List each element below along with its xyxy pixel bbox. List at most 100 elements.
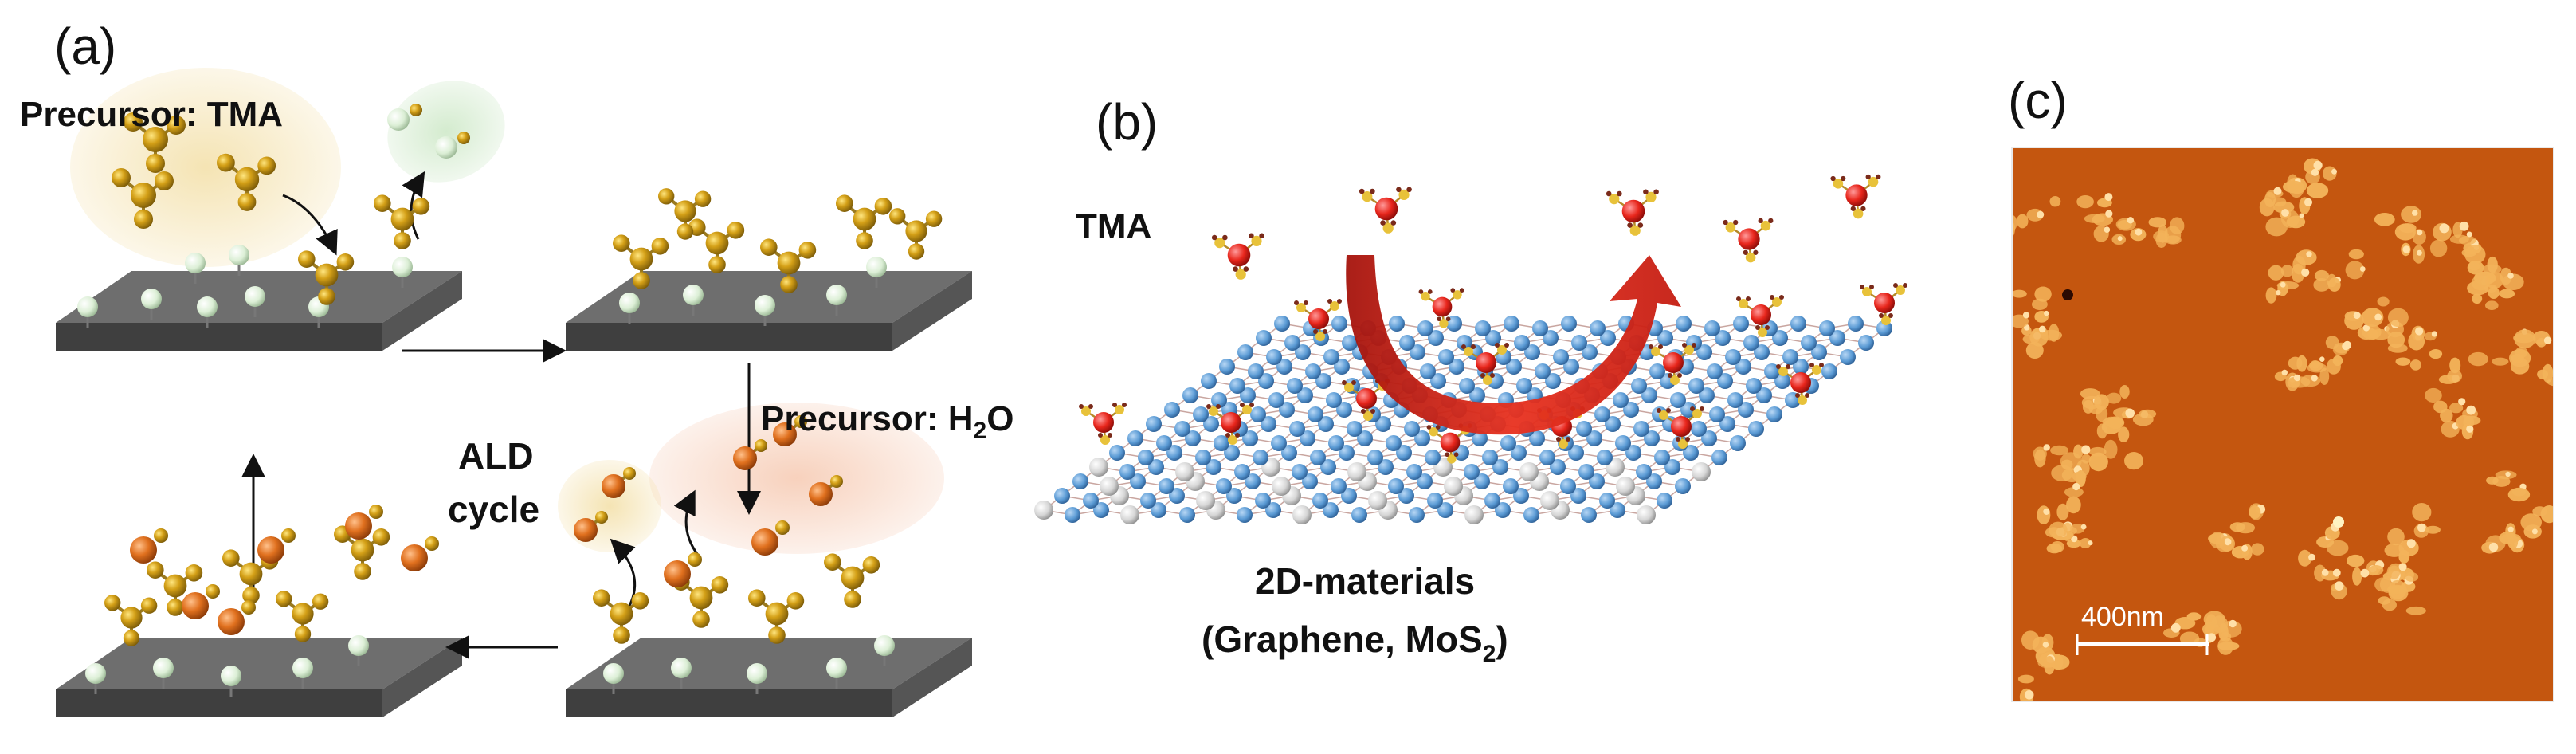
lattice-metal-atom — [1637, 505, 1656, 524]
tma-molecule — [889, 208, 943, 260]
h2o-cloud — [649, 403, 944, 554]
hydrogen-atom — [1480, 373, 1485, 378]
hydrogen-atom — [1869, 285, 1874, 289]
hydroxyl-site — [77, 296, 98, 328]
adsorbed-oxygen — [751, 520, 790, 556]
afm-island — [2300, 375, 2321, 387]
tma-molecule — [760, 238, 817, 293]
afm-highlight — [2359, 266, 2366, 272]
methyl-group — [1398, 189, 1410, 200]
lattice-atom — [1539, 450, 1555, 465]
methyl-group — [694, 190, 712, 207]
afm-island — [1989, 214, 1999, 226]
afm-highlight — [2458, 398, 2466, 406]
afm-island — [2218, 622, 2229, 642]
afm-frame — [2011, 147, 2554, 702]
aluminum-atom — [143, 127, 168, 152]
oxygen-atom — [664, 560, 691, 587]
hydrogen-atom — [1313, 329, 1318, 334]
hydrogen-atom — [1426, 425, 1432, 430]
tma-molecule — [1206, 403, 1254, 445]
afm-island — [2540, 505, 2554, 524]
aluminum-atom — [1738, 228, 1760, 250]
afm-highlight — [2117, 236, 2123, 242]
afm-island — [1992, 279, 2007, 294]
afm-highlight — [2406, 539, 2416, 548]
methyl-group — [760, 238, 778, 257]
hydrogen-atom — [1682, 343, 1687, 348]
afm-highlight — [2308, 553, 2315, 561]
lattice-atom — [1427, 493, 1443, 509]
afm-island — [1965, 190, 1985, 209]
panel-a: (a) — [20, 18, 1014, 717]
afm-highlight — [2081, 445, 2091, 454]
lattice-atom — [1654, 450, 1670, 465]
precursor-h2o-label: Precursor: H2O — [761, 399, 1014, 444]
afm-island — [1986, 227, 2006, 242]
hydroxyl-atom — [683, 285, 704, 305]
lattice-atom — [1437, 502, 1453, 518]
afm-island — [2061, 459, 2073, 469]
hydrogen-atom — [1795, 393, 1800, 398]
lattice-atom — [1600, 330, 1616, 346]
lattice-atom — [1704, 320, 1720, 336]
hydrogen-atom — [1556, 437, 1561, 442]
lattice-atom — [1625, 445, 1641, 461]
methyl-group — [1684, 345, 1694, 355]
lattice-atom — [1506, 359, 1522, 375]
afm-highlight — [2311, 168, 2319, 176]
methyl-group — [748, 589, 766, 607]
afm-highlight — [2402, 245, 2410, 253]
afm-highlight — [2022, 312, 2030, 319]
afm-island — [2050, 445, 2069, 456]
methyl-group — [1659, 410, 1668, 420]
lattice-atom — [1271, 435, 1287, 451]
hydroxyl-atom — [392, 257, 413, 277]
tma-molecule — [1079, 403, 1127, 445]
hydrogen-atom — [1108, 433, 1112, 438]
lattice-atom — [1315, 373, 1331, 389]
lattice-atom — [1688, 378, 1704, 394]
aluminum-atom — [1790, 372, 1811, 393]
afm-island — [2429, 349, 2443, 359]
lattice-atom — [1341, 488, 1357, 504]
lattice-atom — [1268, 392, 1284, 408]
tma-molecule — [1418, 288, 1464, 328]
lattice-metal-atom — [1519, 462, 1539, 481]
methyl-group — [1330, 301, 1339, 311]
hydrogen-atom — [1860, 206, 1866, 211]
afm-highlight — [2466, 231, 2472, 238]
afm-island — [2031, 330, 2042, 340]
lattice-atom — [1226, 488, 1242, 504]
afm-highlight — [2043, 508, 2050, 516]
hydrogen-atom — [241, 600, 256, 615]
aluminum-atom — [1476, 352, 1496, 373]
lattice-atom — [1256, 330, 1272, 346]
afm-island — [2280, 265, 2294, 277]
aluminum-atom — [1621, 199, 1645, 223]
hydrogen-atom — [1733, 219, 1739, 226]
afm-island — [2348, 249, 2364, 260]
methyl-group — [412, 197, 430, 215]
hydroxyl-atom — [603, 663, 624, 684]
methyl-group — [1692, 409, 1702, 418]
hydrogen-atom — [1435, 425, 1441, 430]
afm-island — [2044, 655, 2055, 675]
afm-highlight — [2321, 568, 2329, 576]
lattice-atom — [1151, 502, 1166, 518]
methyl-group — [185, 564, 203, 582]
afm-island — [2032, 636, 2049, 654]
lattice-atom — [1543, 330, 1559, 346]
lattice-atom — [1504, 316, 1519, 332]
lattice-atom — [1409, 507, 1425, 523]
water-molecule — [733, 439, 767, 470]
methyl-group — [1798, 395, 1807, 405]
lattice-atom — [1733, 316, 1749, 332]
lattice-atom — [1398, 488, 1414, 504]
afm-island — [2542, 363, 2554, 383]
hydroxyl-atom — [619, 293, 640, 313]
afm-island — [2386, 584, 2406, 595]
methyl-group — [836, 194, 853, 212]
lattice-metal-atom — [1175, 462, 1194, 481]
hydrogen-atom — [1249, 233, 1254, 239]
